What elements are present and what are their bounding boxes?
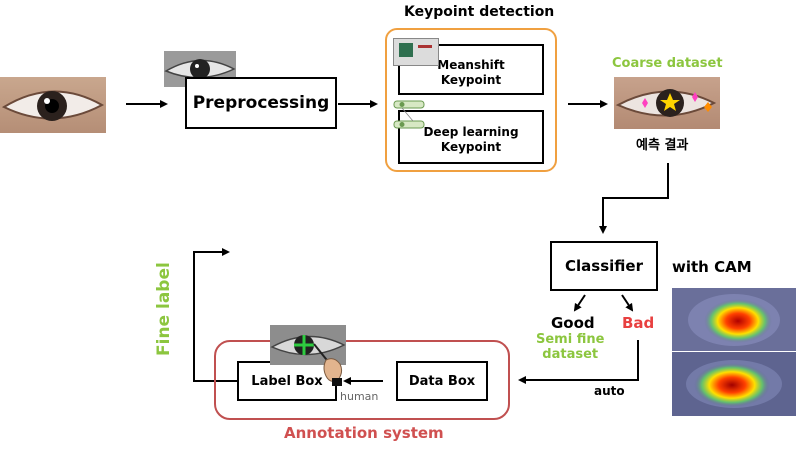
keypoint-detection-title: Keypoint detection [404,4,555,20]
meanshift-thumbnail [393,38,439,66]
annotation-system-label: Annotation system [284,424,444,442]
meanshift-keypoint-box: Meanshift Keypoint [398,44,544,95]
prediction-result-label: 예측 결과 [636,138,689,153]
good-label: Good [551,314,595,332]
classifier-box: Classifier [550,241,658,291]
classifier-label: Classifier [565,257,643,275]
bad-label: Bad [622,314,655,332]
deep-learning-keypoint-box: Deep learning Keypoint [398,110,544,164]
data-box-label: Data Box [408,373,476,389]
coarse-dataset-label: Coarse dataset [612,56,723,71]
fine-label-text: Fine label [154,262,174,356]
input-eye-image [0,77,106,133]
annotation-system-group [214,340,510,420]
preprocessing-label: Preprocessing [192,93,330,113]
label-box-label: Label Box [251,373,323,389]
hand-with-pen-icon [310,338,346,386]
coarse-dataset-image [614,77,720,129]
data-box: Data Box [396,361,488,401]
annotated-eye-image [270,325,346,365]
cam-heatmap-top [672,288,796,351]
preprocessing-box: Preprocessing [185,77,337,129]
meanshift-label: Meanshift Keypoint [437,57,505,87]
arrow-coarse-to-classifier [599,163,669,234]
cam-heatmap-bottom [672,352,796,416]
auto-label: auto [594,384,625,398]
deep-learning-label: Deep learning Keypoint [423,125,519,154]
grayscale-eye-image [164,51,236,87]
with-cam-label: with CAM [672,258,752,276]
arrow-classifier-to-good [573,294,586,312]
semi-fine-dataset-label: Semi fine dataset [536,332,605,362]
deep-learning-network-icon [393,100,429,130]
human-label: human [340,390,379,403]
arrow-bad-to-databox [518,340,639,384]
arrow-classifier-to-bad [621,294,634,312]
